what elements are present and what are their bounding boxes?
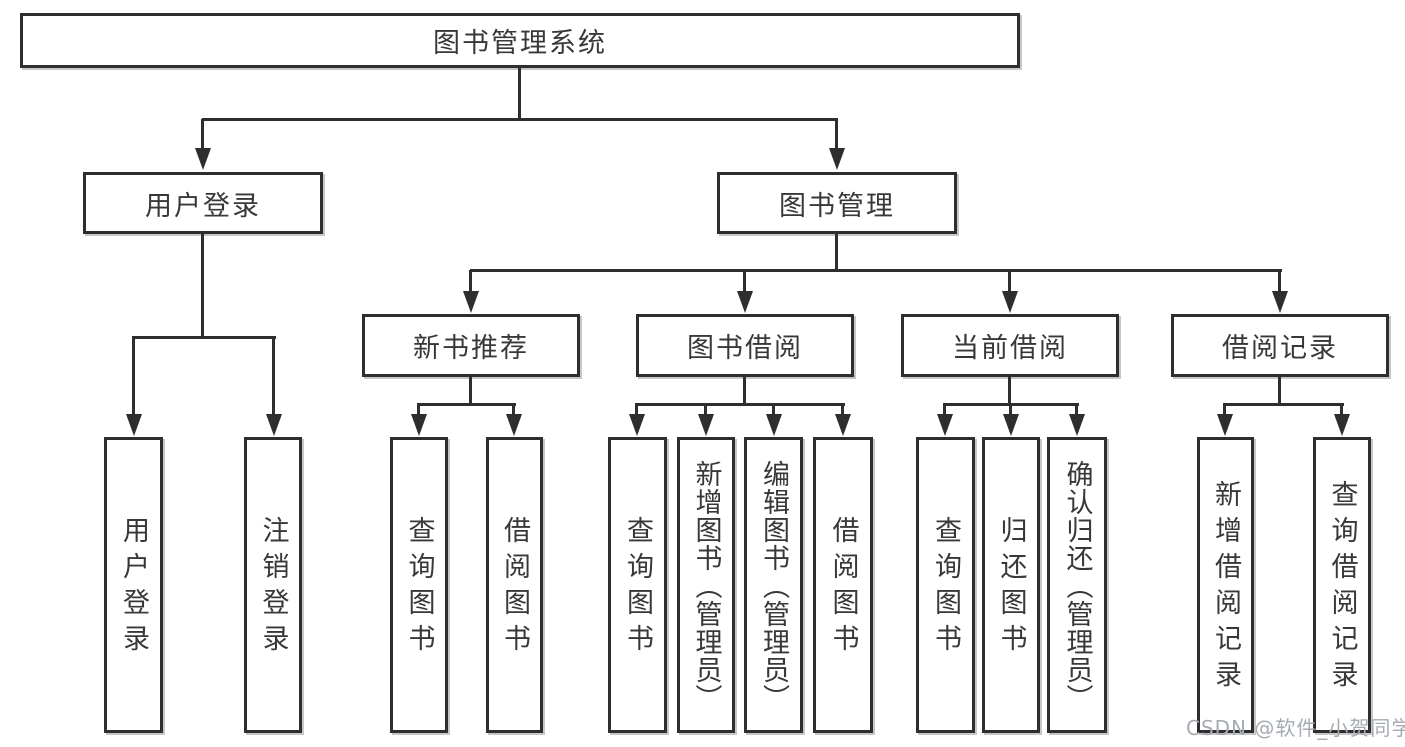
connector-line [202,118,838,121]
connector-line [743,270,746,296]
node-user-login: 用户登录 [83,172,323,234]
arrow-down-icon [835,414,851,436]
arrow-down-icon [506,414,522,436]
connector-line [201,119,204,151]
connector-line [132,336,276,339]
connector-line [518,68,521,121]
connector-line [1340,404,1343,418]
connector-line [835,119,838,151]
leaf-query-borrow-record: 查询借阅记录 [1313,437,1371,733]
arrow-down-icon [766,414,782,436]
connector-line [512,404,515,418]
connector-line [1008,377,1011,406]
watermark: CSDN @软件_小贺同学 [1186,716,1405,740]
arrow-down-icon [1217,414,1233,436]
arrow-down-icon [195,148,211,170]
leaf-borrow-books-borrowing: 借阅图书 [813,437,873,733]
connector-line [272,337,275,417]
arrow-down-icon [698,414,714,436]
leaf-user-login: 用户登录 [104,437,163,733]
node-library-management-system: 图书管理系统 [20,13,1020,68]
connector-line [417,403,516,406]
connector-line [841,404,844,418]
leaf-add-book-admin: 新增图书（管理员） [677,437,735,733]
arrow-down-icon [1002,291,1018,313]
node-book-management: 图书管理 [717,172,957,234]
node-new-book-recommend: 新书推荐 [362,314,580,377]
arrow-down-icon [411,414,427,436]
connector-line [835,234,838,272]
arrow-down-icon [1003,414,1019,436]
connector-line [772,404,775,418]
connector-line [469,270,472,296]
connector-line [1008,270,1011,296]
arrow-down-icon [463,291,479,313]
leaf-logout: 注销登录 [244,437,302,733]
connector-line [417,404,420,418]
leaf-add-borrow-record: 新增借阅记录 [1197,437,1254,733]
connector-line [201,234,204,338]
arrow-down-icon [1334,414,1350,436]
arrow-down-icon [266,414,282,436]
connector-line [743,377,746,406]
leaf-query-books-current: 查询图书 [916,437,975,733]
arrow-down-icon [629,414,645,436]
arrow-down-icon [937,414,953,436]
connector-line [635,403,845,406]
connector-line [1278,377,1281,406]
node-book-borrowing: 图书借阅 [636,314,854,377]
arrow-down-icon [1272,291,1288,313]
arrow-down-icon [1069,414,1085,436]
node-borrowing-records: 借阅记录 [1171,314,1389,377]
leaf-borrow-books-recommend: 借阅图书 [486,437,543,733]
connector-line [132,337,135,417]
connector-line [1075,404,1078,418]
connector-line [1223,403,1344,406]
leaf-confirm-return-admin: 确认归还（管理员） [1047,437,1107,733]
leaf-query-books-borrowing: 查询图书 [608,437,667,733]
leaf-return-books: 归还图书 [982,437,1040,733]
connector-line [1223,404,1226,418]
leaf-query-books-recommend: 查询图书 [390,437,448,733]
connector-line [704,404,707,418]
connector-line [943,404,946,418]
arrow-down-icon [829,148,845,170]
leaf-edit-book-admin: 编辑图书（管理员） [744,437,803,733]
arrow-down-icon [126,414,142,436]
connector-line [1009,404,1012,418]
connector-line [470,269,1282,272]
connector-line [1278,270,1281,296]
arrow-down-icon [737,291,753,313]
connector-line [469,377,472,406]
connector-line [635,404,638,418]
node-current-borrowing: 当前借阅 [901,314,1119,377]
